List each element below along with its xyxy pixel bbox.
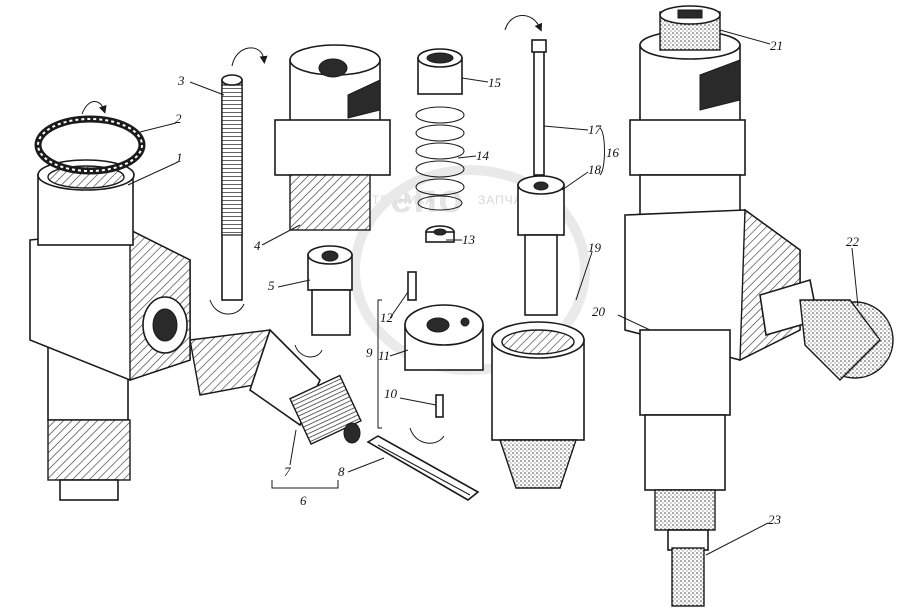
label-2: 2 [175,111,182,126]
part-23-nozzle-tip [671,547,705,607]
label-12: 12 [380,310,394,325]
label-10: 10 [384,386,398,401]
label-5: 5 [268,278,275,293]
part-10-pin [409,394,445,444]
label-4: 4 [254,238,261,253]
part-12-dowel [407,271,417,301]
label-13: 13 [462,232,476,247]
part-5-small-nut [307,245,353,336]
label-23: 23 [768,512,782,527]
part-4-cap-nut [274,44,391,231]
label-17: 17 [588,122,602,137]
label-19: 19 [588,240,602,255]
label-3: 3 [177,73,185,88]
callout-labels: 1 2 3 4 5 6 7 8 9 10 11 12 13 14 15 16 1… [175,38,860,527]
label-22: 22 [846,234,860,249]
part-3-adjusting-rod [209,47,268,315]
part-22-side-cap [759,278,894,381]
part-11-spacer [404,304,484,371]
part-15-bushing [417,48,463,95]
label-7: 7 [284,464,291,479]
part-16-17-18-nozzle-assembly [504,15,565,316]
label-9: 9 [366,345,373,360]
label-11: 11 [378,348,390,363]
label-16: 16 [606,145,620,160]
label-15: 15 [488,75,502,90]
part-2-gasket-ring [34,101,146,175]
part-1-nozzle-holder-body [29,159,191,501]
part-21-top-cap [659,5,721,51]
part-19-nozzle-nut [491,321,585,489]
leader-lines [127,29,859,556]
part-8-filter-rod [366,435,480,501]
part-6-7-inlet-fitting [189,328,362,445]
label-1: 1 [176,150,183,165]
label-18: 18 [588,162,602,177]
label-20: 20 [592,304,606,319]
label-21: 21 [770,38,783,53]
part-14-spring [415,106,465,211]
label-14: 14 [476,148,490,163]
part-13-valve [425,225,455,243]
label-6: 6 [300,493,307,508]
label-8: 8 [338,464,345,479]
